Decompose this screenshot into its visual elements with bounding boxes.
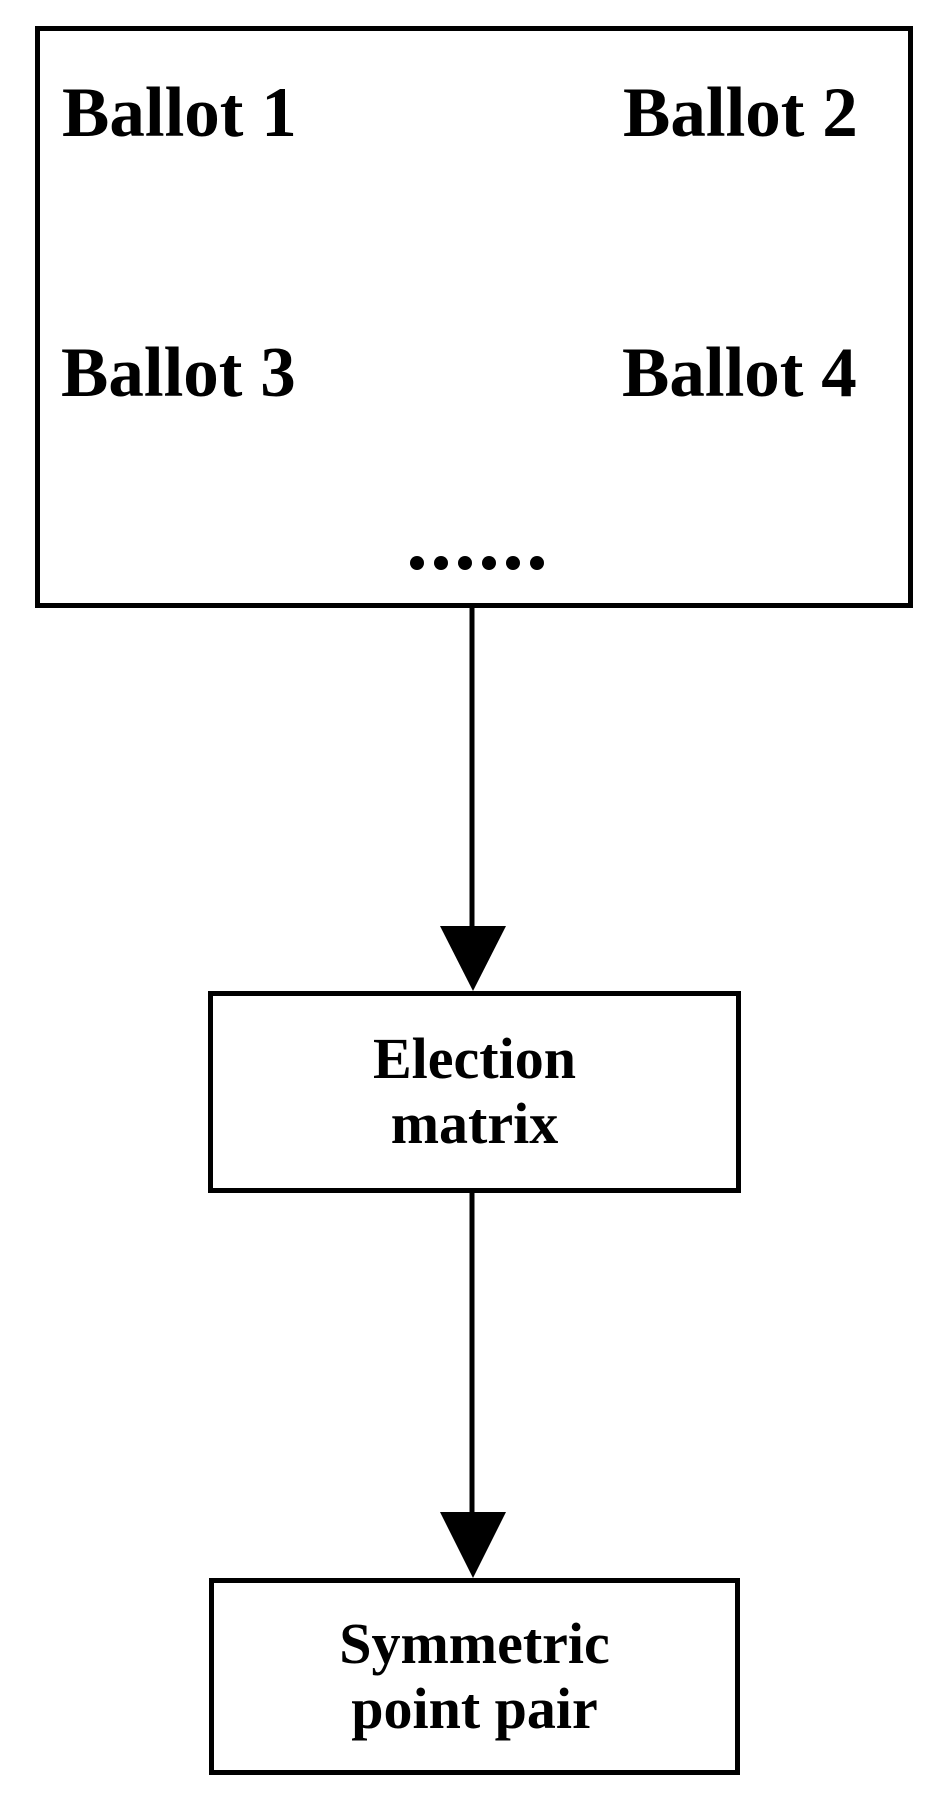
election-matrix-node: Election matrix bbox=[208, 991, 741, 1193]
ellipsis-dot bbox=[482, 556, 496, 570]
election-matrix-label: Election matrix bbox=[373, 1026, 576, 1156]
symmetric-point-pair-label: Symmetric point pair bbox=[339, 1610, 610, 1741]
ballot-2-label: Ballot 2 bbox=[623, 74, 858, 152]
ellipsis-dot bbox=[458, 556, 472, 570]
ellipsis-dot bbox=[410, 556, 424, 570]
ellipsis-dot bbox=[530, 556, 544, 570]
ballot-1-label: Ballot 1 bbox=[62, 74, 297, 152]
ellipsis-dot bbox=[506, 556, 520, 570]
symmetric-point-pair-node: Symmetric point pair bbox=[209, 1578, 740, 1775]
ballot-4-label: Ballot 4 bbox=[622, 334, 857, 412]
ballots-container-box bbox=[35, 26, 913, 608]
ellipsis-dots bbox=[410, 548, 544, 578]
ellipsis-dot bbox=[434, 556, 448, 570]
ballot-3-label: Ballot 3 bbox=[61, 334, 296, 412]
